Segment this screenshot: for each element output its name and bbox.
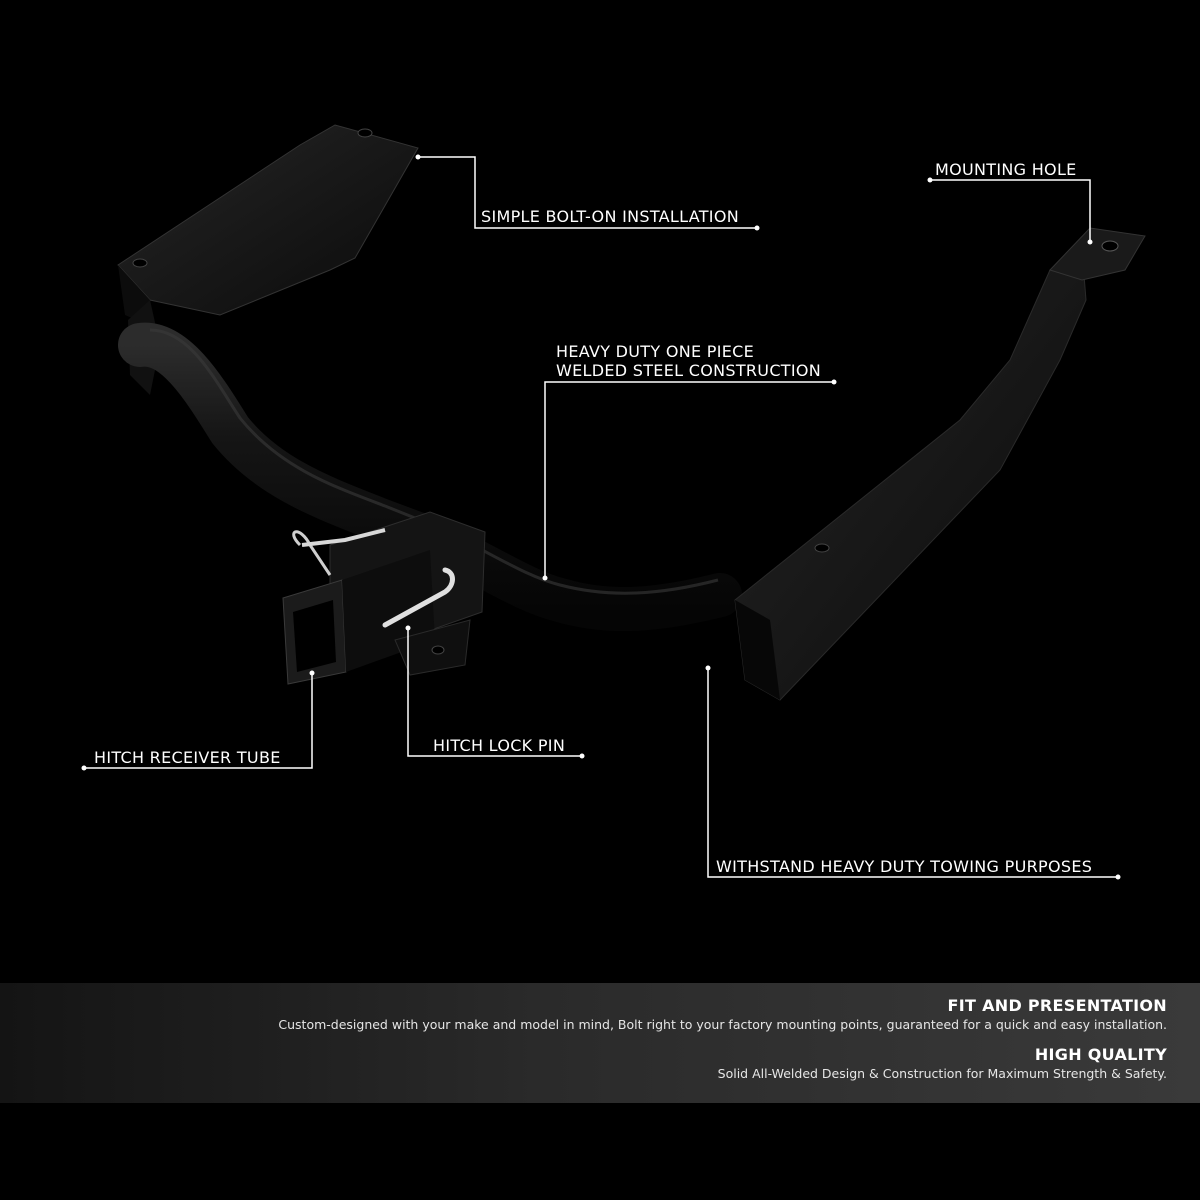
callout-lock-pin-label: HITCH LOCK PIN (433, 736, 565, 755)
callout-one-piece-line1: HEAVY DUTY ONE PIECE (556, 342, 754, 361)
callout-one-piece: HEAVY DUTY ONE PIECE WELDED STEEL CONSTR… (542, 342, 837, 581)
receiver-bolt-hole-icon (431, 645, 445, 655)
callout-bolt-on-label: SIMPLE BOLT-ON INSTALLATION (481, 207, 739, 226)
callout-one-piece-line2: WELDED STEEL CONSTRUCTION (556, 361, 821, 380)
feature-title-quality: HIGH QUALITY (1034, 1045, 1167, 1064)
feature-description-fit: Custom-designed with your make and model… (278, 1017, 1167, 1032)
feature-info-panel: FIT AND PRESENTATION Custom-designed wit… (0, 983, 1200, 1103)
tow-hitch (117, 124, 1146, 701)
left-bracket-hole-icon (132, 258, 148, 268)
right-mounting-bracket (734, 227, 1146, 701)
left-bracket-hole-icon (357, 128, 373, 138)
feature-title-fit: FIT AND PRESENTATION (947, 996, 1167, 1015)
feature-description-quality: Solid All-Welded Design & Construction f… (717, 1066, 1167, 1081)
callout-mounting-hole-label: MOUNTING HOLE (935, 160, 1077, 179)
callout-mounting-hole: MOUNTING HOLE (927, 160, 1093, 245)
hitch-lock-pin (292, 528, 455, 628)
right-bracket-hole-icon (814, 543, 830, 553)
callout-receiver-tube-label: HITCH RECEIVER TUBE (94, 748, 281, 767)
callout-towing: WITHSTAND HEAVY DUTY TOWING PURPOSES (705, 665, 1121, 880)
callout-towing-label: WITHSTAND HEAVY DUTY TOWING PURPOSES (716, 857, 1092, 876)
callout-lock-pin: HITCH LOCK PIN (405, 625, 585, 759)
right-mounting-hole-icon (1101, 240, 1119, 252)
callout-receiver-tube: HITCH RECEIVER TUBE (81, 670, 315, 771)
receiver-tube (282, 511, 486, 685)
callout-bolt-on: SIMPLE BOLT-ON INSTALLATION (415, 154, 760, 231)
